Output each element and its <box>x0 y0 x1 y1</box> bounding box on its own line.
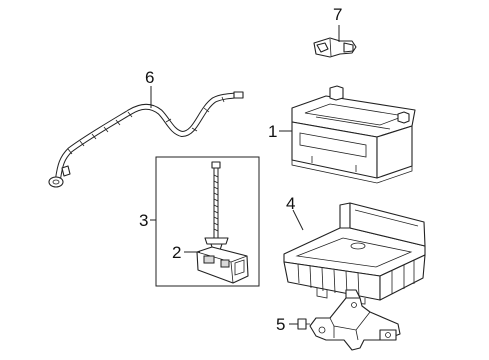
hold-down-clamp-icon <box>196 246 249 284</box>
battery-icon <box>291 85 416 184</box>
tray-support-bracket-icon <box>297 289 401 351</box>
callout-5: 5 <box>276 315 285 334</box>
callout-4: 4 <box>286 194 295 213</box>
callout-6: 6 <box>145 68 154 87</box>
terminal-clamp-icon <box>313 37 357 58</box>
callout-1: 1 <box>268 122 277 141</box>
battery-cable-icon <box>48 91 244 188</box>
callout-3: 3 <box>139 211 148 230</box>
callout-2: 2 <box>172 243 181 262</box>
callout-7: 7 <box>333 5 342 24</box>
leader-4 <box>292 209 304 231</box>
battery-tray-icon <box>283 202 426 305</box>
hold-down-kit-box <box>155 156 260 287</box>
